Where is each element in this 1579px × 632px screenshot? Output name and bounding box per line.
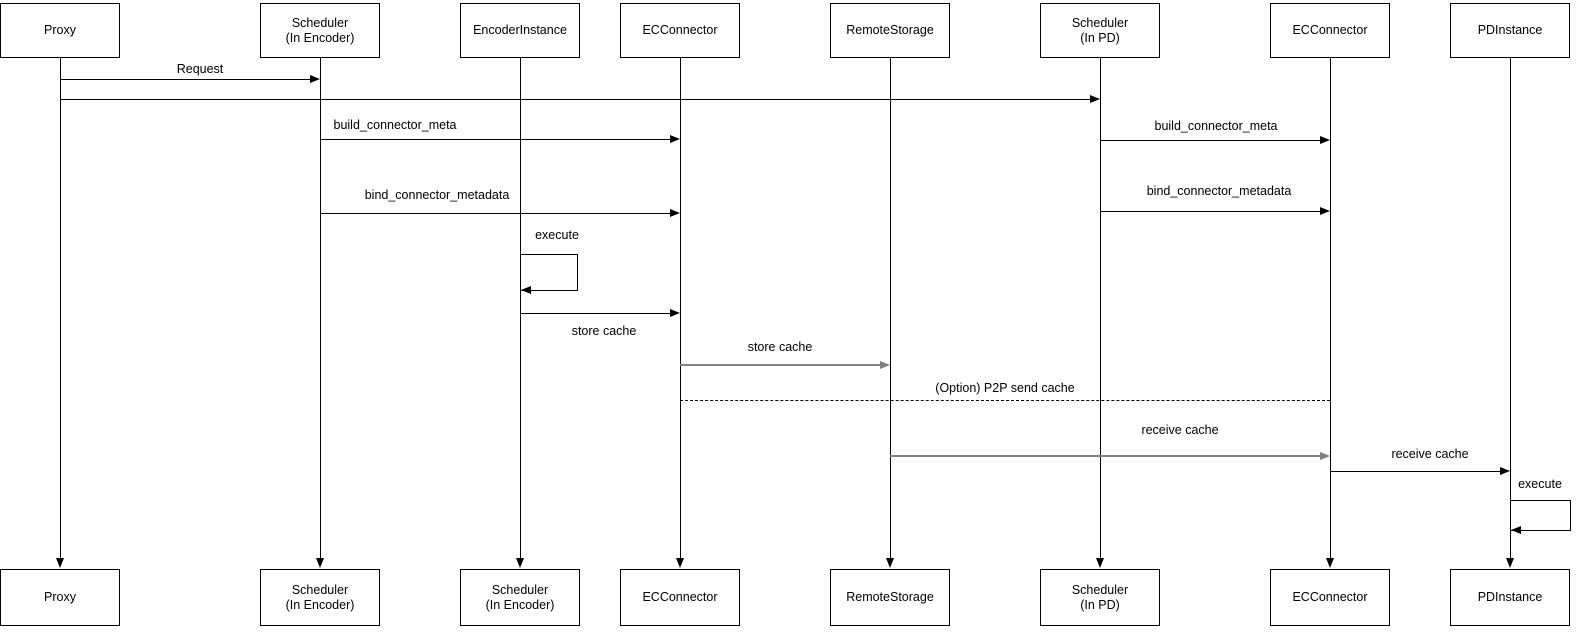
arrowhead-icon [880,361,890,369]
arrowhead-icon [670,309,680,317]
actor-label: Scheduler (In Encoder) [485,582,555,612]
message-build-connector-meta-pd-line [1100,140,1320,141]
message-receive-cache-2-line [1330,471,1500,472]
arrowhead-icon [521,286,531,294]
arrowhead-icon [1511,526,1521,534]
actor-label: Proxy [44,23,76,37]
message-store-cache-2-label: store cache [747,340,813,354]
message-build-connector-meta-pd-label: build_connector_meta [1154,119,1278,133]
actor-top-pd-instance: PDInstance [1450,3,1570,58]
arrowhead-icon [670,209,680,217]
lifeline-arrowhead-icon [1506,558,1514,568]
lifeline-arrowhead-icon [516,558,524,568]
actor-label: ECConnector [1292,590,1368,604]
actor-bottom-remote-storage: RemoteStorage [830,569,950,626]
actor-label: Proxy [44,590,76,604]
lifeline-pd-instance [1510,58,1511,560]
arrowhead-icon [1320,136,1330,144]
message-proxy-to-scheduler-pd-line [60,99,1090,100]
lifeline-arrowhead-icon [886,558,894,568]
actor-label: Scheduler (In PD) [1071,15,1129,45]
lifeline-arrowhead-icon [1096,558,1104,568]
actor-bottom-scheduler-pd: Scheduler (In PD) [1040,569,1160,626]
actor-top-proxy: Proxy [0,3,120,58]
message-receive-cache-2-label: receive cache [1391,447,1469,461]
actor-label: EncoderInstance [473,23,567,37]
lifeline-scheduler-encoder [320,58,321,560]
message-build-connector-meta-encoder-line [320,139,670,140]
actor-bottom-pd-instance: PDInstance [1450,569,1570,626]
lifeline-ec-connector-1 [680,58,681,560]
lifeline-encoder-instance [520,58,521,560]
actor-bottom-encoder-instance: Scheduler (In Encoder) [460,569,580,626]
actor-bottom-scheduler-encoder: Scheduler (In Encoder) [260,569,380,626]
actor-label: PDInstance [1477,590,1543,604]
actor-bottom-proxy: Proxy [0,569,120,626]
lifeline-proxy [60,58,61,560]
arrowhead-icon [1500,467,1510,475]
arrowhead-icon [670,135,680,143]
message-receive-cache-1-label: receive cache [1141,423,1219,437]
lifeline-arrowhead-icon [1326,558,1334,568]
message-execute-pd-label: execute [1518,477,1562,491]
message-store-cache-1-line [520,313,670,314]
arrowhead-icon [310,75,320,83]
message-receive-cache-1-line [890,455,1320,457]
message-request-line [60,79,310,80]
actor-label: Scheduler (In Encoder) [285,582,355,612]
message-bind-connector-metadata-encoder-line [320,213,670,214]
actor-bottom-ec-connector-1: ECConnector [620,569,740,626]
actor-label: Scheduler (In PD) [1071,582,1129,612]
message-execute-encoder-loop [520,254,578,291]
message-p2p-send-cache-label: (Option) P2P send cache [935,381,1075,395]
actor-label: ECConnector [1292,23,1368,37]
actor-top-scheduler-encoder: Scheduler (In Encoder) [260,3,380,58]
arrowhead-icon [1320,452,1330,460]
actor-bottom-ec-connector-2: ECConnector [1270,569,1390,626]
actor-label: PDInstance [1477,23,1543,37]
message-execute-encoder-label: execute [535,228,579,242]
arrowhead-icon [1320,207,1330,215]
actor-top-encoder-instance: EncoderInstance [460,3,580,58]
message-bind-connector-metadata-pd-line [1100,211,1320,212]
lifeline-remote-storage [890,58,891,560]
actor-top-ec-connector-1: ECConnector [620,3,740,58]
message-p2p-send-cache-line [680,400,1330,401]
lifeline-arrowhead-icon [56,558,64,568]
actor-label: Scheduler (In Encoder) [285,15,355,45]
message-bind-connector-metadata-encoder-label: bind_connector_metadata [364,188,510,202]
message-store-cache-1-label: store cache [571,324,637,338]
arrowhead-icon [1090,95,1100,103]
actor-label: RemoteStorage [846,23,934,37]
lifeline-arrowhead-icon [316,558,324,568]
lifeline-arrowhead-icon [676,558,684,568]
message-build-connector-meta-encoder-label: build_connector_meta [333,118,457,132]
actor-top-ec-connector-2: ECConnector [1270,3,1390,58]
message-execute-pd-loop [1510,500,1571,531]
lifeline-ec-connector-2 [1330,58,1331,560]
actor-top-remote-storage: RemoteStorage [830,3,950,58]
actor-top-scheduler-pd: Scheduler (In PD) [1040,3,1160,58]
message-store-cache-2-line [680,364,880,366]
actor-label: RemoteStorage [846,590,934,604]
actor-label: ECConnector [642,23,718,37]
message-bind-connector-metadata-pd-label: bind_connector_metadata [1146,184,1292,198]
actor-label: ECConnector [642,590,718,604]
lifeline-scheduler-pd [1100,58,1101,560]
message-request-label: Request [176,62,224,76]
